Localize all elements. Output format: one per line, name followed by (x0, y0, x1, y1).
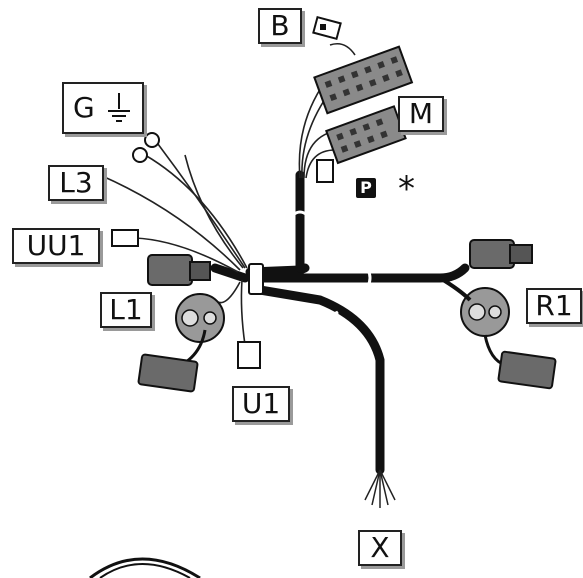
x-wire-ends (364, 469, 396, 508)
connector-m-lower (325, 105, 407, 165)
asterisk-marker: * (398, 169, 415, 209)
label-u1: U1 (232, 386, 290, 422)
connector-r1-upper (469, 239, 533, 269)
break-marks (292, 210, 372, 316)
junction-clamp (248, 263, 264, 295)
label-l3: L3 (48, 165, 104, 201)
lamp-socket-l1 (169, 293, 225, 372)
label-m: M (398, 96, 444, 132)
label-g-text: G (73, 91, 95, 124)
connector-l1-plug (137, 353, 199, 393)
label-r1: R1 (526, 288, 582, 324)
label-l1: L1 (100, 292, 152, 328)
connector-p (316, 159, 334, 183)
connector-m-upper (313, 45, 414, 115)
connector-uu1 (111, 229, 139, 247)
label-b: B (258, 8, 302, 44)
label-g: G (62, 82, 144, 134)
connector-u1 (237, 341, 261, 369)
badge-p: P (356, 178, 376, 198)
ring-terminals (132, 132, 160, 163)
label-uu1: UU1 (12, 228, 100, 264)
label-x: X (358, 530, 402, 566)
left-wires (99, 139, 248, 346)
main-trunk (210, 170, 470, 475)
connector-r1-plug (497, 350, 557, 390)
coil-fragment (89, 557, 201, 578)
ground-symbol-icon (108, 93, 130, 122)
connector-b (312, 15, 342, 41)
connector-left-upper (147, 254, 211, 286)
